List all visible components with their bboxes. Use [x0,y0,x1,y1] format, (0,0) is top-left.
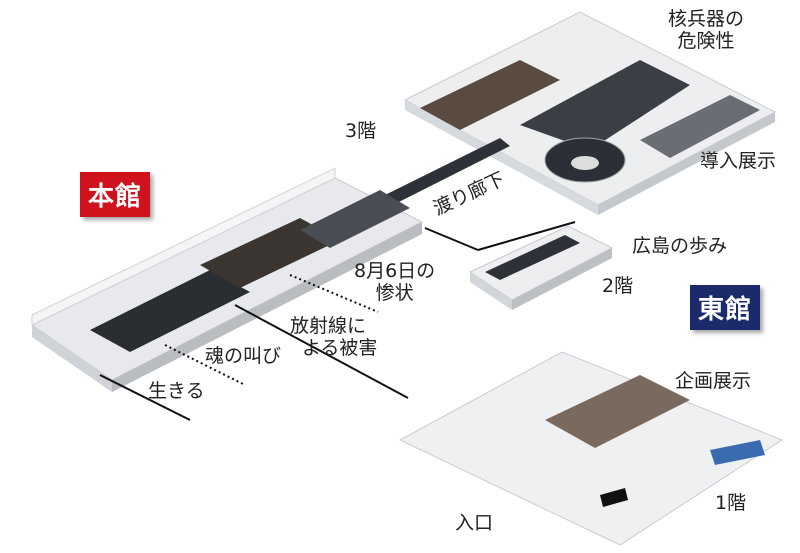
label-floor-3: 3階 [345,120,377,142]
label-hiroshima-history: 広島の歩み [632,235,728,257]
label-line: 放射線に [290,315,367,337]
east-3f-floor [403,11,777,215]
leader-corridor [424,227,479,251]
label-radiation: 放射線に よる被害 [290,315,377,359]
leader-living [99,374,191,421]
east-building-badge: 東館 [690,285,761,330]
leader-aug6 [289,274,379,313]
label-aug6: 8月6日の 惨状 [354,260,435,304]
label-nuclear-danger: 核兵器の 危険性 [668,8,744,52]
label-line: 核兵器の [668,8,745,30]
main-building-badge: 本館 [80,172,151,217]
label-floor-2: 2階 [602,275,634,297]
label-soul-cry: 魂の叫び [205,345,282,367]
label-line: 惨状 [375,282,414,304]
east-2f-floor [468,225,614,310]
label-intro: 導入展示 [700,150,777,172]
label-special-exhibit: 企画展示 [675,370,752,392]
label-line: よる被害 [302,337,378,359]
corridor-bridge [365,138,510,214]
label-living: 生きる [148,380,205,402]
label-line: 8月6日の [354,260,436,282]
leader-corridor-2 [477,221,576,251]
label-line: 危険性 [677,30,735,52]
label-entrance: 入口 [455,512,494,534]
label-floor-1: 1階 [715,492,747,514]
east-1f-floor [398,351,784,546]
main-building-floor [31,167,424,392]
leader-radiation [234,304,409,399]
